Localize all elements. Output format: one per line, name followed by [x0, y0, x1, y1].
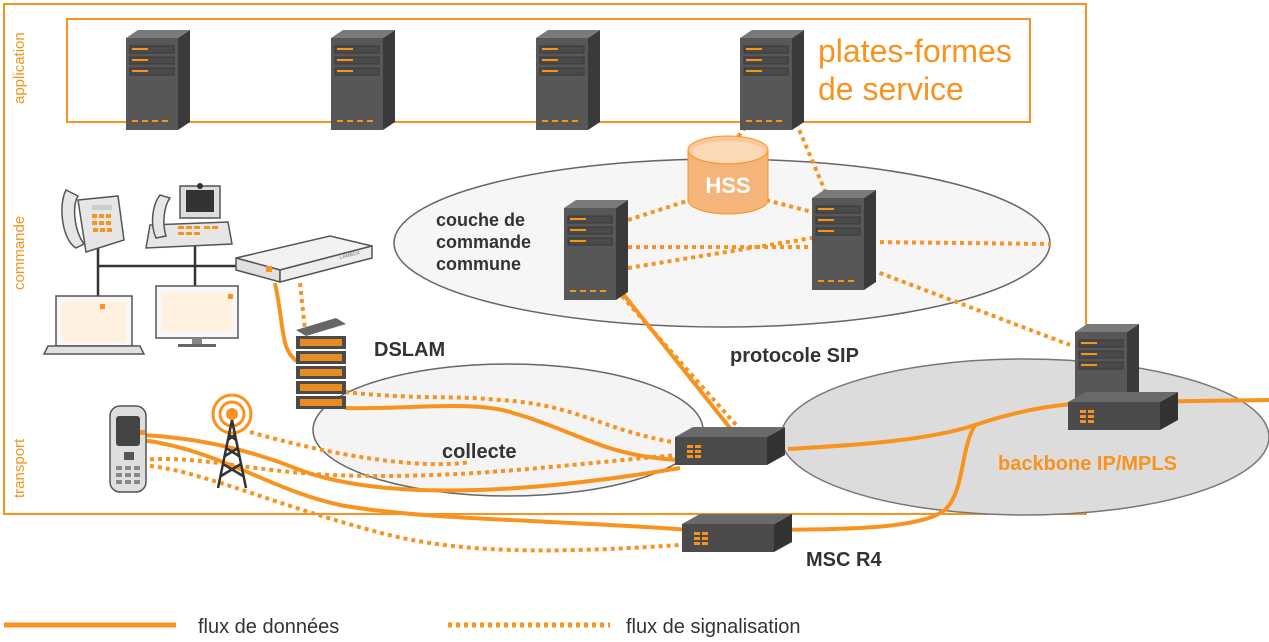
- box-brand-label: LAMBOX: [339, 250, 361, 261]
- desk-phone-icon: [61, 189, 125, 253]
- internet-box-icon: LAMBOX: [235, 235, 373, 283]
- layer-label-commande: commande: [11, 216, 28, 290]
- signalling-links: [141, 106, 1071, 553]
- service-platforms-label-line1: plates-formes: [818, 33, 1012, 69]
- application-server-icon: [125, 29, 191, 131]
- sip-label: protocole SIP: [730, 345, 859, 367]
- data-links: [141, 278, 1269, 532]
- application-server-icon: [739, 29, 805, 131]
- control-server-icon: [563, 199, 629, 301]
- hss-label: HSS: [705, 173, 750, 198]
- control-layer-label-line1: couche de: [436, 210, 525, 230]
- msc-router-icon: [682, 514, 792, 552]
- hss-database-icon: HSS: [687, 135, 769, 215]
- video-phone-icon: [145, 183, 233, 249]
- application-server-icon: [535, 29, 601, 131]
- control-layer-label-line3: commune: [436, 254, 521, 274]
- antenna-icon: [211, 393, 253, 489]
- collecte-label: collecte: [442, 441, 516, 463]
- collecte-router-icon: [675, 427, 785, 465]
- layer-frame: [3, 3, 1087, 515]
- collecte-ellipse: [312, 363, 704, 497]
- monitor-icon: [155, 285, 239, 347]
- dslam-icon: [296, 318, 346, 409]
- legend-signal-flow-label: flux de signalisation: [626, 616, 801, 637]
- control-layer-label-line2: commande: [436, 232, 531, 252]
- backbone-ellipse: [780, 358, 1269, 516]
- dslam-label: DSLAM: [374, 339, 445, 361]
- layer-label-transport: transport: [11, 438, 28, 498]
- control-server-icon: [811, 189, 877, 291]
- mobile-phone-icon: [109, 405, 147, 493]
- backbone-label: backbone IP/MPLS: [998, 453, 1177, 475]
- application-server-icon: [330, 29, 396, 131]
- msc-label: MSC R4: [806, 549, 882, 571]
- legend: flux de données flux de signalisation: [4, 616, 801, 638]
- backbone-router-icon: [1068, 392, 1178, 430]
- service-platforms-label-line2: de service: [818, 71, 964, 107]
- legend-data-flow-label: flux de données: [198, 616, 339, 637]
- laptop-icon: [42, 295, 146, 355]
- layer-label-application: application: [11, 32, 28, 104]
